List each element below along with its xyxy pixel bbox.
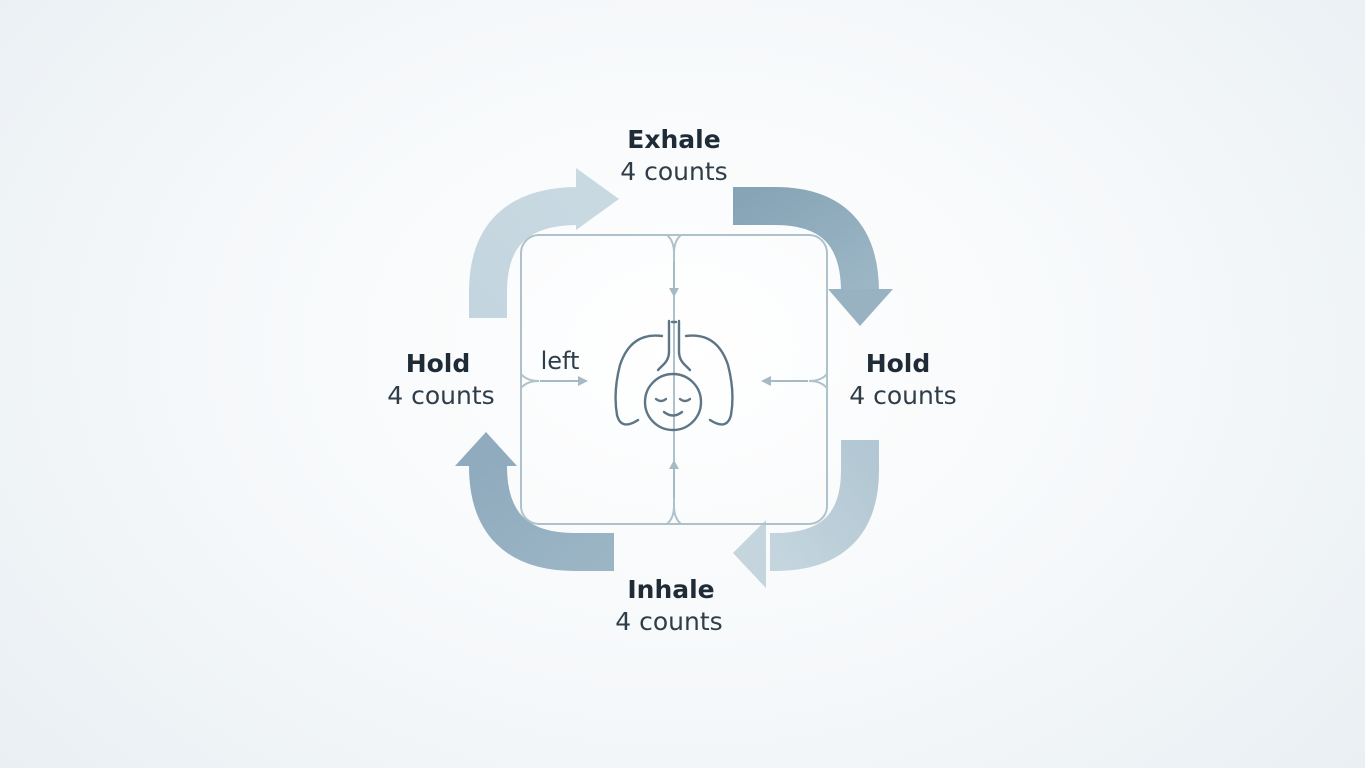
phase-top: Exhale 4 counts <box>620 125 727 186</box>
phase-right-title: Hold <box>866 349 931 378</box>
phase-left: Hold 4 counts <box>387 349 494 410</box>
phase-bottom-count: 4 counts <box>615 607 722 636</box>
cycle-arrow-top-right <box>733 187 893 326</box>
phase-right-count: 4 counts <box>849 381 956 410</box>
pointer-arrow-right <box>540 376 588 386</box>
pointer-arrow-up <box>669 460 679 498</box>
phase-right: Hold 4 counts <box>849 349 956 410</box>
phase-top-title: Exhale <box>627 125 720 154</box>
cycle-arrow-bottom-right <box>733 440 879 588</box>
cycle-arrow-top-left <box>469 168 619 318</box>
phase-bottom-title: Inhale <box>627 575 714 604</box>
inner-label-left: left <box>541 347 580 375</box>
pointer-arrow-down <box>669 262 679 297</box>
pointer-arrow-left <box>761 376 808 386</box>
phase-left-title: Hold <box>406 349 471 378</box>
cycle-arrow-bottom-left <box>455 432 614 571</box>
phase-left-count: 4 counts <box>387 381 494 410</box>
inner-box <box>520 234 828 525</box>
phase-bottom: Inhale 4 counts <box>615 575 722 636</box>
lungs-face-icon <box>614 319 734 432</box>
phase-top-count: 4 counts <box>620 157 727 186</box>
